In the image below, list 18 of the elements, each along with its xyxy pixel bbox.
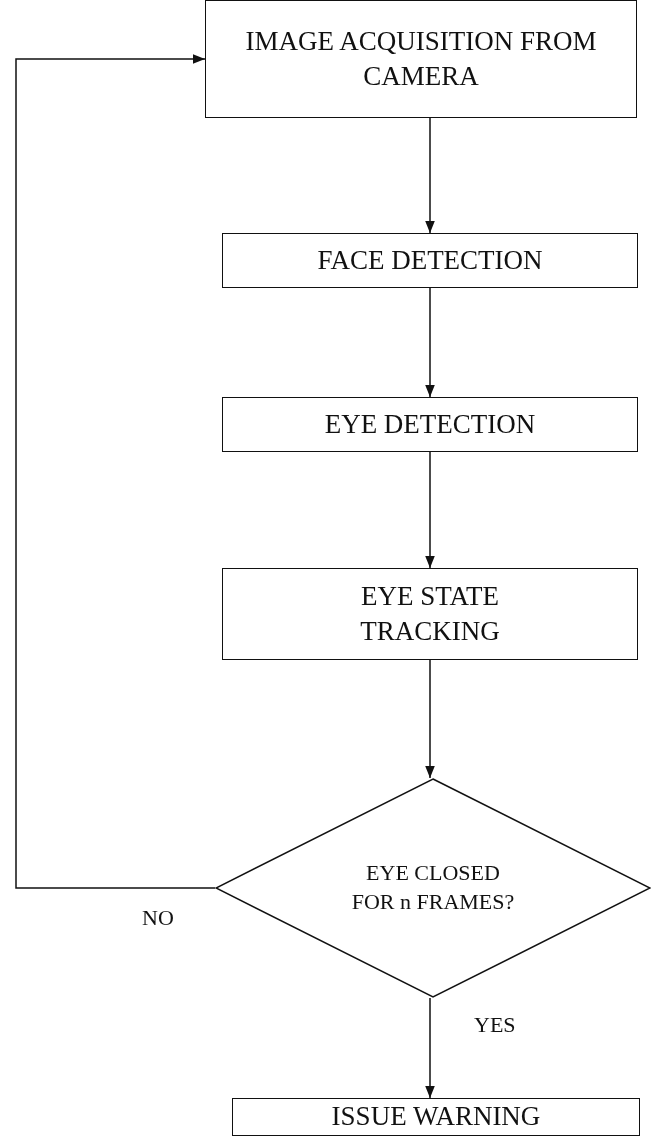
node-text: EYE DETECTION — [323, 407, 537, 441]
decision-diamond — [215, 778, 651, 998]
arrow — [425, 451, 435, 569]
arrow — [425, 997, 435, 1099]
arrow — [15, 54, 216, 889]
process-box — [222, 568, 638, 660]
node-text: FACE DETECTION — [316, 243, 544, 277]
process-box — [222, 233, 638, 288]
node-text: EYE CLOSED FOR n FRAMES? — [350, 859, 516, 916]
node-text: EYE STATE TRACKING — [359, 579, 501, 648]
process-box — [232, 1098, 640, 1136]
arrow — [425, 287, 435, 398]
node-text: ISSUE WARNING — [330, 1100, 542, 1134]
process-box — [222, 397, 638, 452]
process-box — [205, 0, 637, 118]
node-text: IMAGE ACQUISITION FROM CAMERA — [244, 24, 598, 93]
arrow — [425, 659, 435, 779]
arrow — [425, 117, 435, 234]
